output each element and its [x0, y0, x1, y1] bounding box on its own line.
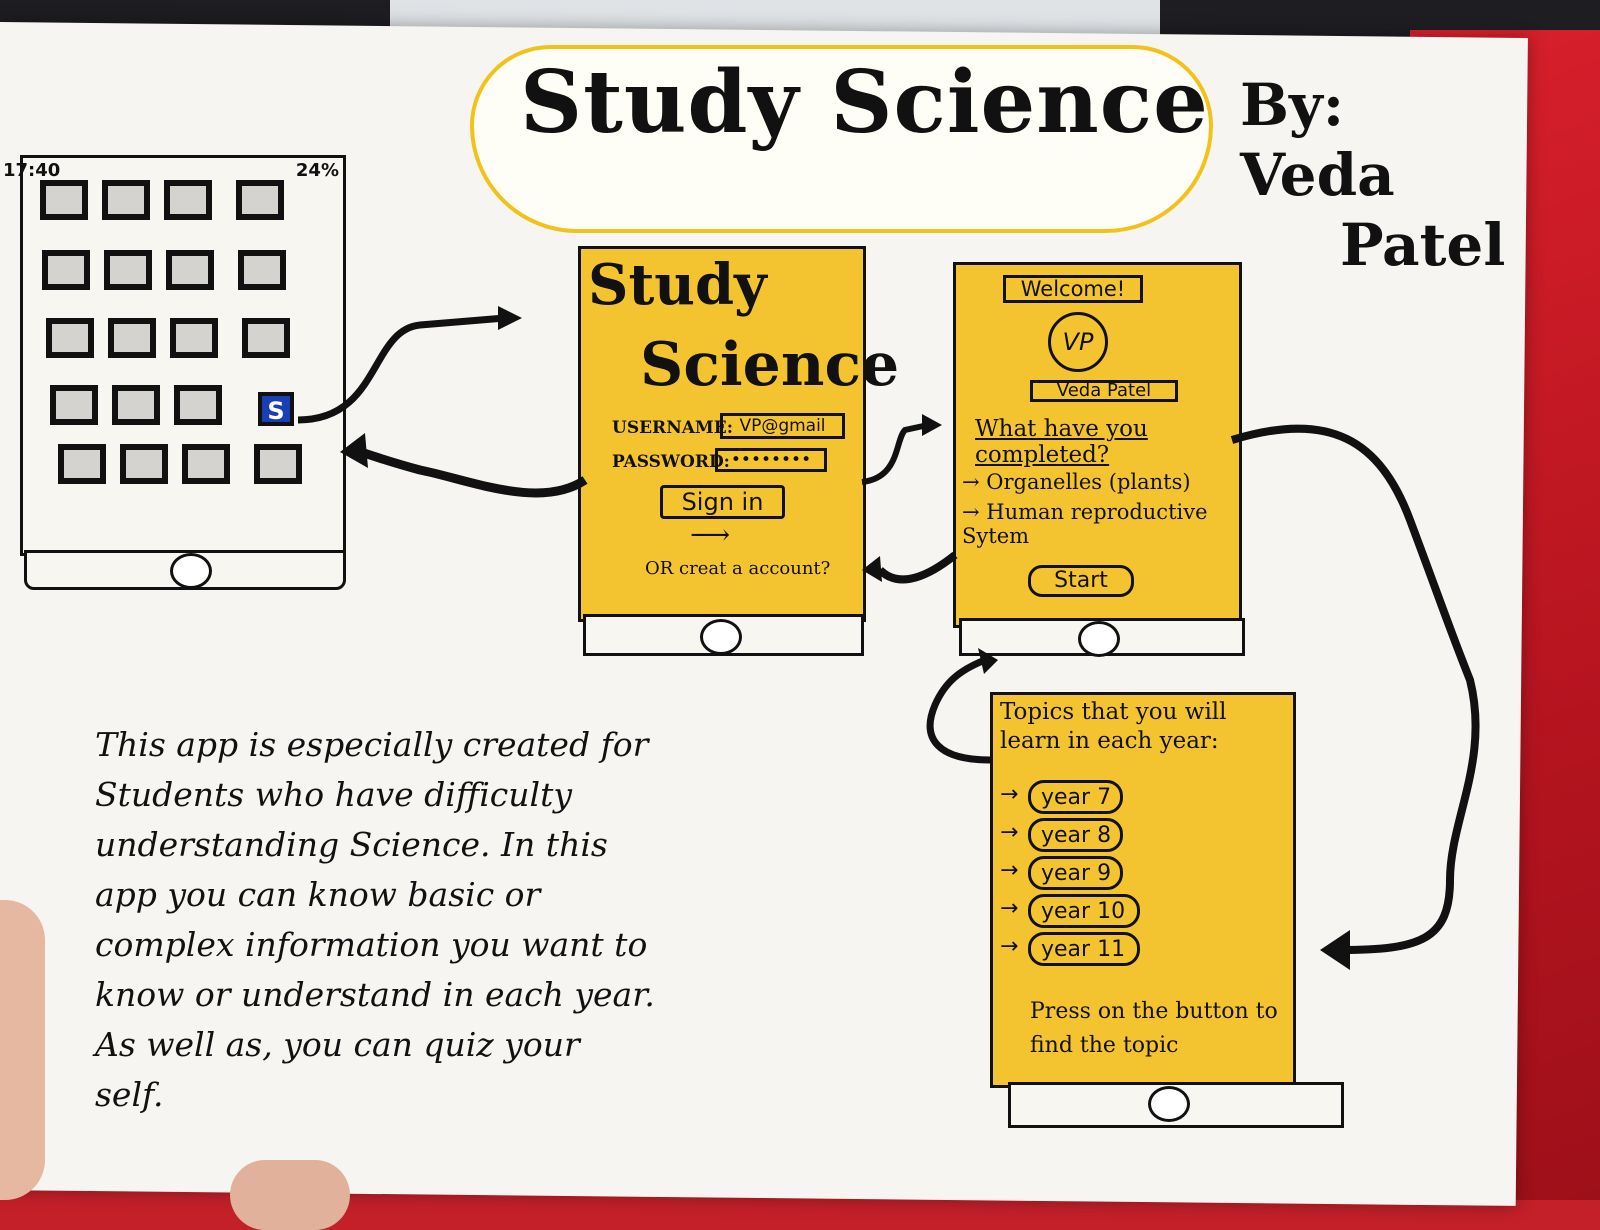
completed-item-2-text: Human reproductive Sytem	[962, 500, 1208, 548]
year-arrow-icon: →	[1000, 934, 1019, 959]
home-button[interactable]	[1148, 1086, 1190, 1122]
welcome-banner: Welcome!	[1003, 275, 1143, 303]
app-icon[interactable]	[58, 444, 106, 484]
completed-question: What have you completed?	[975, 416, 1148, 468]
topics-footer: Press on the button to find the topic	[1030, 999, 1278, 1058]
holding-finger	[230, 1160, 350, 1230]
password-field[interactable]: ••••••••	[715, 448, 827, 472]
title-cloud-outline	[470, 45, 1213, 233]
user-avatar: VP	[1048, 312, 1108, 372]
completed-item-1: → Organelles (plants)	[962, 470, 1191, 494]
home-button[interactable]	[700, 619, 742, 655]
app-icon[interactable]	[166, 250, 214, 290]
author-line-1: By: Veda	[1240, 71, 1395, 209]
topics-heading: Topics that you will learn in each year:	[1000, 699, 1227, 754]
sign-in-arrow-icon: ⟶	[690, 518, 731, 551]
login-title-line-2: Science	[640, 330, 900, 400]
year-button[interactable]: year 8	[1028, 818, 1123, 852]
app-icon[interactable]	[182, 444, 230, 484]
app-icon[interactable]	[104, 250, 152, 290]
status-time: 17:40	[3, 160, 61, 181]
app-icon[interactable]	[242, 318, 290, 358]
app-icon[interactable]	[254, 444, 302, 484]
year-button[interactable]: year 10	[1028, 894, 1140, 928]
page-title: Study Science	[520, 52, 1209, 153]
app-icon[interactable]	[42, 250, 90, 290]
app-icon[interactable]	[102, 180, 150, 220]
app-icon[interactable]	[174, 385, 222, 425]
author-line-2: Patel	[1340, 211, 1506, 279]
username-field[interactable]: VP@gmail	[720, 413, 845, 439]
year-arrow-icon: →	[1000, 820, 1019, 845]
study-science-app-icon[interactable]: S	[258, 392, 294, 426]
app-description: This app is especially created for Stude…	[95, 725, 655, 1114]
app-icon[interactable]	[46, 318, 94, 358]
app-icon[interactable]	[50, 385, 98, 425]
user-name-label: Veda Patel	[1030, 380, 1178, 402]
app-icon[interactable]	[236, 180, 284, 220]
holding-thumb	[0, 900, 45, 1200]
year-arrow-icon: →	[1000, 782, 1019, 807]
app-icon[interactable]	[40, 180, 88, 220]
app-icon[interactable]	[112, 385, 160, 425]
year-arrow-icon: →	[1000, 858, 1019, 883]
password-label: PASSWORD:	[612, 452, 730, 472]
home-button[interactable]	[1078, 621, 1120, 657]
start-button[interactable]: Start	[1028, 565, 1134, 597]
app-icon[interactable]	[170, 318, 218, 358]
status-battery: 24%	[295, 160, 339, 181]
completed-item-1-text: Organelles (plants)	[986, 470, 1191, 494]
author-credit: By: Veda Patel	[1240, 70, 1506, 280]
year-button[interactable]: year 11	[1028, 932, 1140, 966]
sign-in-button[interactable]: Sign in	[660, 485, 785, 519]
year-button[interactable]: year 7	[1028, 780, 1123, 814]
year-button[interactable]: year 9	[1028, 856, 1123, 890]
completed-item-2: → Human reproductive Sytem	[962, 500, 1208, 548]
create-account-link[interactable]: OR creat a account?	[645, 558, 831, 579]
app-icon[interactable]	[164, 180, 212, 220]
username-label: USERNAME:	[612, 418, 733, 438]
app-icon[interactable]	[108, 318, 156, 358]
year-arrow-icon: →	[1000, 896, 1019, 921]
app-icon[interactable]	[120, 444, 168, 484]
app-icon[interactable]	[238, 250, 286, 290]
login-title-line-1: Study	[588, 252, 767, 318]
home-button[interactable]	[170, 553, 212, 589]
